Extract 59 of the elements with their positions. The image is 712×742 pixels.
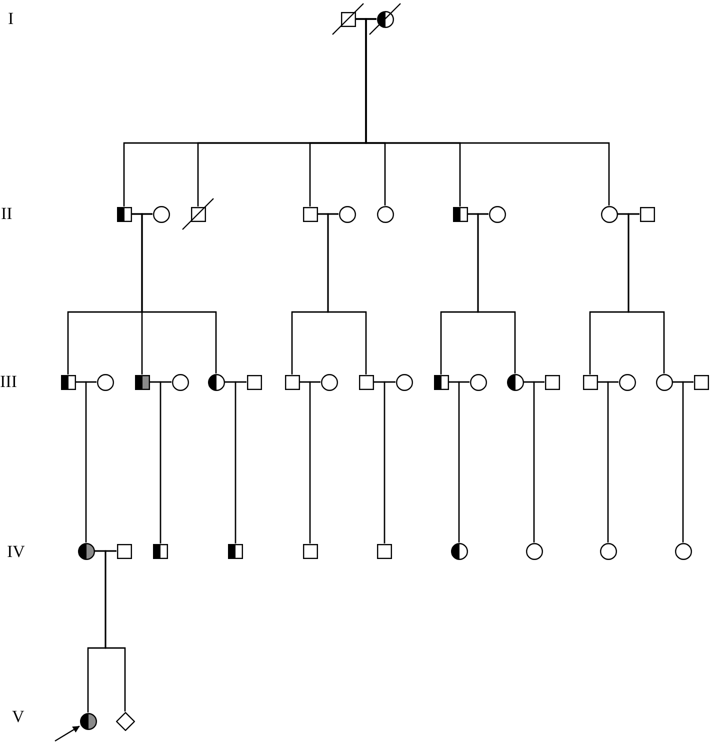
descent-line <box>682 381 694 542</box>
female-symbol <box>396 374 412 390</box>
female-symbol <box>600 206 618 222</box>
female-symbol <box>618 374 636 390</box>
male-symbol <box>116 544 132 558</box>
half-shaded-female-symbol <box>450 542 468 560</box>
unknown-sex-symbol <box>116 712 134 730</box>
female-symbol <box>656 374 672 390</box>
female-symbol <box>376 206 394 222</box>
male-symbol <box>302 544 318 558</box>
half-shaded-male-symbol <box>134 374 150 390</box>
descent-line <box>309 381 320 544</box>
generation-label: IV <box>7 543 25 560</box>
female-symbol <box>526 542 542 560</box>
half-shaded-male-symbol <box>434 374 448 390</box>
proband-arrow <box>54 726 80 742</box>
male-symbol <box>358 374 374 390</box>
male-symbol <box>284 374 300 390</box>
generation-label: III <box>0 373 17 390</box>
female-symbol <box>488 206 506 222</box>
male-symbol <box>544 374 560 390</box>
female-symbol <box>320 374 338 390</box>
descent-line <box>104 550 126 712</box>
descent-line <box>384 381 396 544</box>
descent-line <box>533 381 544 542</box>
female-symbol <box>470 374 486 390</box>
generation-label: V <box>12 708 24 725</box>
descent-line <box>628 213 665 374</box>
female-symbol <box>674 542 692 560</box>
half-shaded-female-symbol <box>506 374 524 390</box>
half-shaded-male-symbol <box>116 206 132 222</box>
half-shaded-male-symbol <box>153 544 168 558</box>
descent-line <box>327 213 367 374</box>
descent-line <box>160 381 172 544</box>
female-symbol <box>338 206 356 222</box>
descent-line <box>477 213 516 374</box>
male-symbol <box>246 374 262 390</box>
male-symbol <box>640 206 654 222</box>
female-symbol <box>600 542 616 560</box>
descent-line <box>458 381 470 542</box>
generation-label: II <box>1 205 12 222</box>
male-symbol <box>694 374 708 390</box>
generation-label: I <box>8 10 14 27</box>
female-symbol <box>152 206 170 222</box>
half-shaded-male-symbol <box>452 206 468 222</box>
female-symbol <box>172 374 188 390</box>
descent-line <box>234 381 246 544</box>
male-symbol <box>582 374 598 390</box>
male-symbol <box>302 206 318 222</box>
descent-line <box>85 381 96 542</box>
female-symbol <box>96 374 114 390</box>
descent-line <box>607 381 618 542</box>
half-shaded-female-symbol <box>376 10 394 28</box>
male-symbol <box>377 544 392 558</box>
half-shaded-female-symbol <box>208 374 224 390</box>
half-shaded-female-symbol <box>78 542 94 560</box>
half-shaded-male-symbol <box>228 544 243 558</box>
half-shaded-female-symbol <box>80 712 96 730</box>
half-shaded-male-symbol <box>60 374 76 390</box>
